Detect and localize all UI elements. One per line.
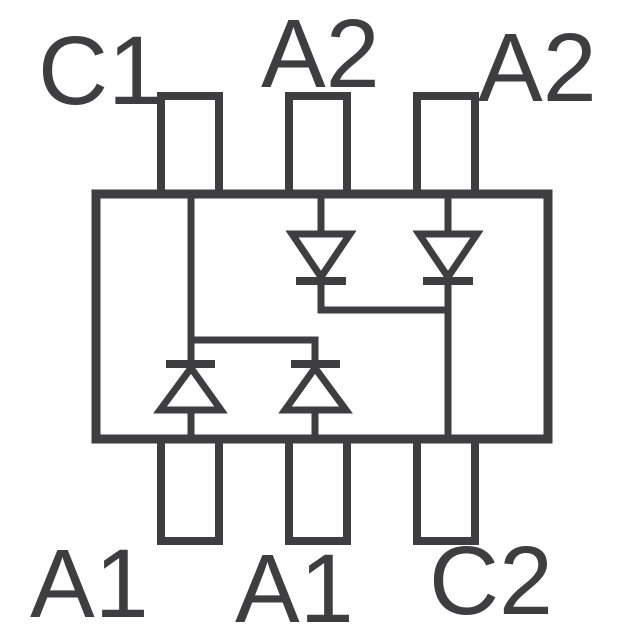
bottom-left-diode [153, 360, 228, 414]
diode-triangle [285, 230, 357, 284]
pin-top-left [157, 92, 223, 196]
pin-bottom-left [157, 438, 223, 545]
pin-label-a1-left: A1 [30, 529, 149, 638]
pin-label-a1-middle: A1 [235, 534, 354, 640]
pin-bottom-middle [285, 438, 351, 545]
pin-label-a2-right: A2 [478, 13, 597, 122]
diode-triangle [153, 362, 228, 414]
pin-top-right [413, 92, 479, 196]
pin-label-c2: C2 [429, 526, 553, 635]
diode-triangle [278, 362, 353, 414]
diode-triangle [412, 230, 484, 284]
top-right-diode [412, 230, 484, 285]
bottom-right-diode [278, 360, 353, 414]
wire-top-cathode-bus [317, 280, 448, 314]
pin-label-c1: C1 [38, 16, 162, 125]
pin-label-a2-middle: A2 [261, 0, 380, 108]
pin-bottom-right [413, 438, 479, 545]
wire-c1-cathode-bus [187, 194, 319, 361]
wire-a1-anode-leads [187, 410, 319, 441]
pin-top-middle [285, 92, 351, 196]
top-left-diode [285, 230, 357, 285]
